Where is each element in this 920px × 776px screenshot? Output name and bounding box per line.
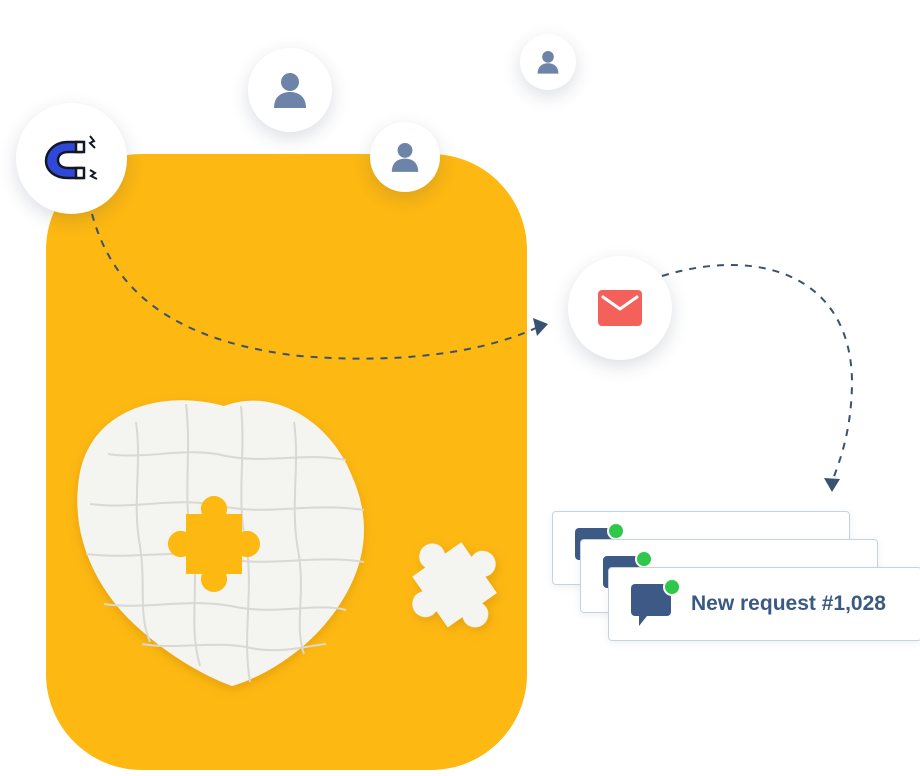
arrowhead-icon bbox=[533, 318, 548, 336]
person-icon bbox=[274, 73, 306, 108]
notification-card: New request #1,028 bbox=[608, 567, 920, 641]
person-icon bbox=[391, 143, 419, 172]
notification-text: New request #1,028 bbox=[691, 592, 886, 615]
avatar-circle bbox=[520, 34, 576, 90]
envelope-icon bbox=[598, 290, 642, 326]
missing-piece-hole bbox=[168, 496, 260, 592]
arrowhead-icon bbox=[824, 478, 840, 492]
magnet-circle bbox=[16, 103, 127, 214]
mail-circle bbox=[568, 256, 672, 360]
mail-to-notification-arrow bbox=[661, 264, 854, 483]
avatar-circle bbox=[248, 48, 332, 132]
puzzle-heart-image bbox=[46, 154, 527, 770]
magnet-icon bbox=[44, 134, 97, 180]
loose-puzzle-piece bbox=[412, 542, 497, 628]
person-icon bbox=[537, 51, 559, 74]
avatar-circle bbox=[370, 122, 440, 192]
online-status-dot bbox=[663, 578, 681, 596]
online-status-dot bbox=[635, 550, 653, 568]
puzzle-heart-illustration bbox=[77, 400, 497, 686]
chat-bubble-icon bbox=[631, 584, 671, 626]
online-status-dot bbox=[607, 522, 625, 540]
